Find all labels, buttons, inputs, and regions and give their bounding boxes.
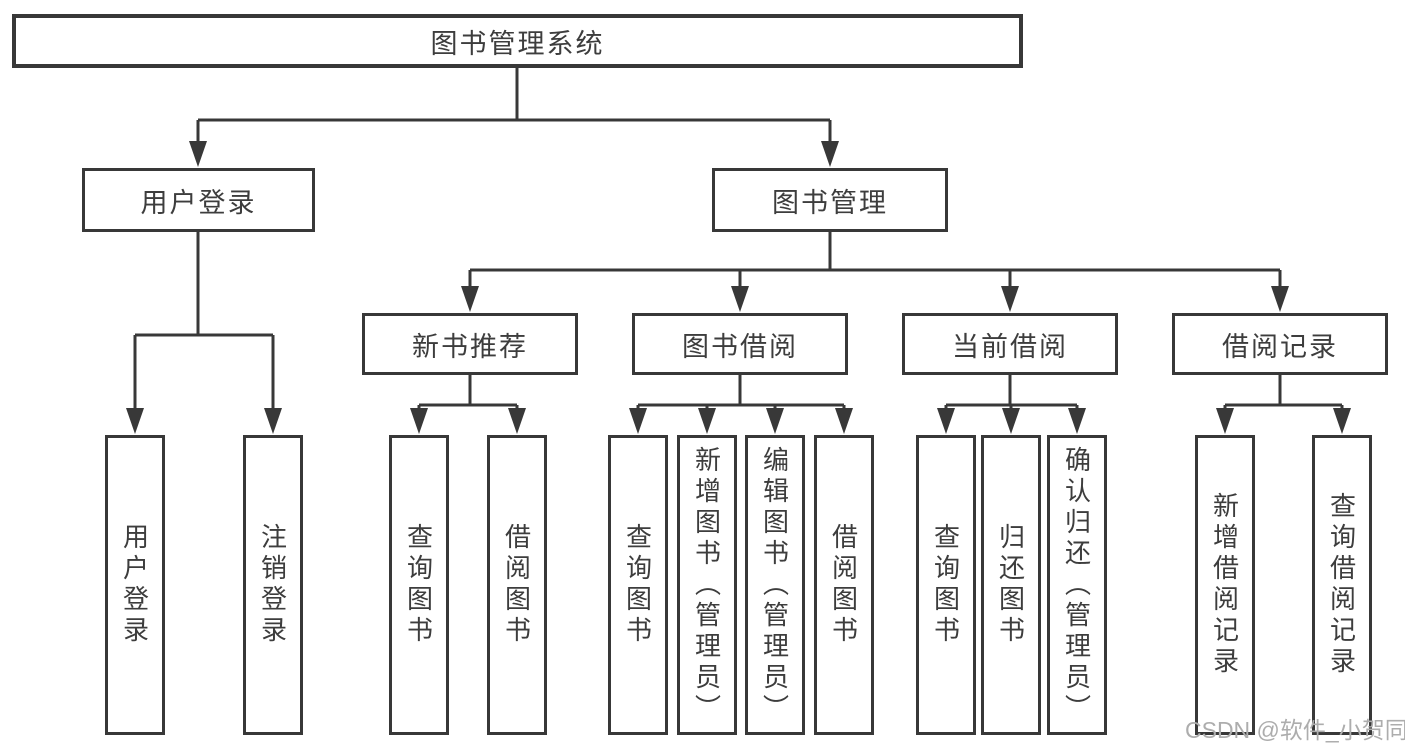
leaf-label: 确认归还（管理员） xyxy=(1061,445,1092,725)
arrowhead-icon xyxy=(264,408,282,434)
arrowhead-icon xyxy=(629,408,647,434)
node-user-login: 用户登录 xyxy=(82,168,315,232)
leaf-label: 新增图书（管理员） xyxy=(691,445,722,725)
leaf-user-login: 用户登录 xyxy=(105,435,165,735)
node-label: 图书借阅 xyxy=(682,331,798,362)
leaf-query-books-current: 查询图书 xyxy=(916,435,976,735)
arrowhead-icon xyxy=(766,408,784,434)
node-book-management: 图书管理 xyxy=(712,168,948,232)
leaf-borrow-books: 借阅图书 xyxy=(814,435,874,735)
leaf-label: 归还图书 xyxy=(995,523,1026,647)
leaf-query-books-borrow: 查询图书 xyxy=(608,435,668,735)
arrowhead-icon xyxy=(189,141,207,167)
arrowhead-icon xyxy=(508,408,526,434)
leaf-query-books-recommend: 查询图书 xyxy=(389,435,449,735)
leaf-label: 借阅图书 xyxy=(828,523,859,647)
node-current-borrow: 当前借阅 xyxy=(902,313,1118,375)
node-library-system: 图书管理系统 xyxy=(12,14,1023,68)
node-book-borrow: 图书借阅 xyxy=(632,313,848,375)
arrowhead-icon xyxy=(835,408,853,434)
arrowhead-icon xyxy=(126,408,144,434)
leaf-label: 查询借阅记录 xyxy=(1326,492,1357,678)
csdn-watermark: CSDN @软件_小贺同学 xyxy=(1185,717,1405,743)
arrowhead-icon xyxy=(1271,286,1289,312)
leaf-confirm-return-admin: 确认归还（管理员） xyxy=(1047,435,1107,735)
arrowhead-icon xyxy=(821,141,839,167)
node-label: 图书管理系统 xyxy=(430,28,605,59)
leaf-return-books: 归还图书 xyxy=(981,435,1041,735)
leaf-add-borrow-record: 新增借阅记录 xyxy=(1195,435,1255,735)
leaf-label: 查询图书 xyxy=(622,523,653,647)
leaf-borrow-books-recommend: 借阅图书 xyxy=(487,435,547,735)
leaf-label: 用户登录 xyxy=(119,523,150,647)
node-new-book-recommend: 新书推荐 xyxy=(362,313,578,375)
node-label: 当前借阅 xyxy=(952,331,1068,362)
arrowhead-icon xyxy=(731,286,749,312)
node-label: 图书管理 xyxy=(772,187,888,218)
leaf-logout: 注销登录 xyxy=(243,435,303,735)
arrowhead-icon xyxy=(1216,408,1234,434)
arrowhead-icon xyxy=(1002,408,1020,434)
leaf-label: 查询图书 xyxy=(930,523,961,647)
arrowhead-icon xyxy=(461,286,479,312)
leaf-label: 编辑图书（管理员） xyxy=(759,445,790,725)
node-label: 用户登录 xyxy=(140,187,257,218)
leaf-add-books-admin: 新增图书（管理员） xyxy=(677,435,737,735)
leaf-edit-books-admin: 编辑图书（管理员） xyxy=(745,435,805,735)
arrowhead-icon xyxy=(410,408,428,434)
arrowhead-icon xyxy=(1068,408,1086,434)
arrowhead-icon xyxy=(937,408,955,434)
arrowhead-icon xyxy=(1333,408,1351,434)
leaf-label: 查询图书 xyxy=(403,523,434,647)
node-label: 新书推荐 xyxy=(412,331,528,362)
leaf-label: 借阅图书 xyxy=(501,523,532,647)
leaf-query-borrow-record: 查询借阅记录 xyxy=(1312,435,1372,735)
arrowhead-icon xyxy=(1001,286,1019,312)
node-label: 借阅记录 xyxy=(1222,331,1338,362)
arrowhead-icon xyxy=(698,408,716,434)
leaf-label: 注销登录 xyxy=(257,523,288,647)
leaf-label: 新增借阅记录 xyxy=(1209,492,1240,678)
node-borrow-records: 借阅记录 xyxy=(1172,313,1388,375)
